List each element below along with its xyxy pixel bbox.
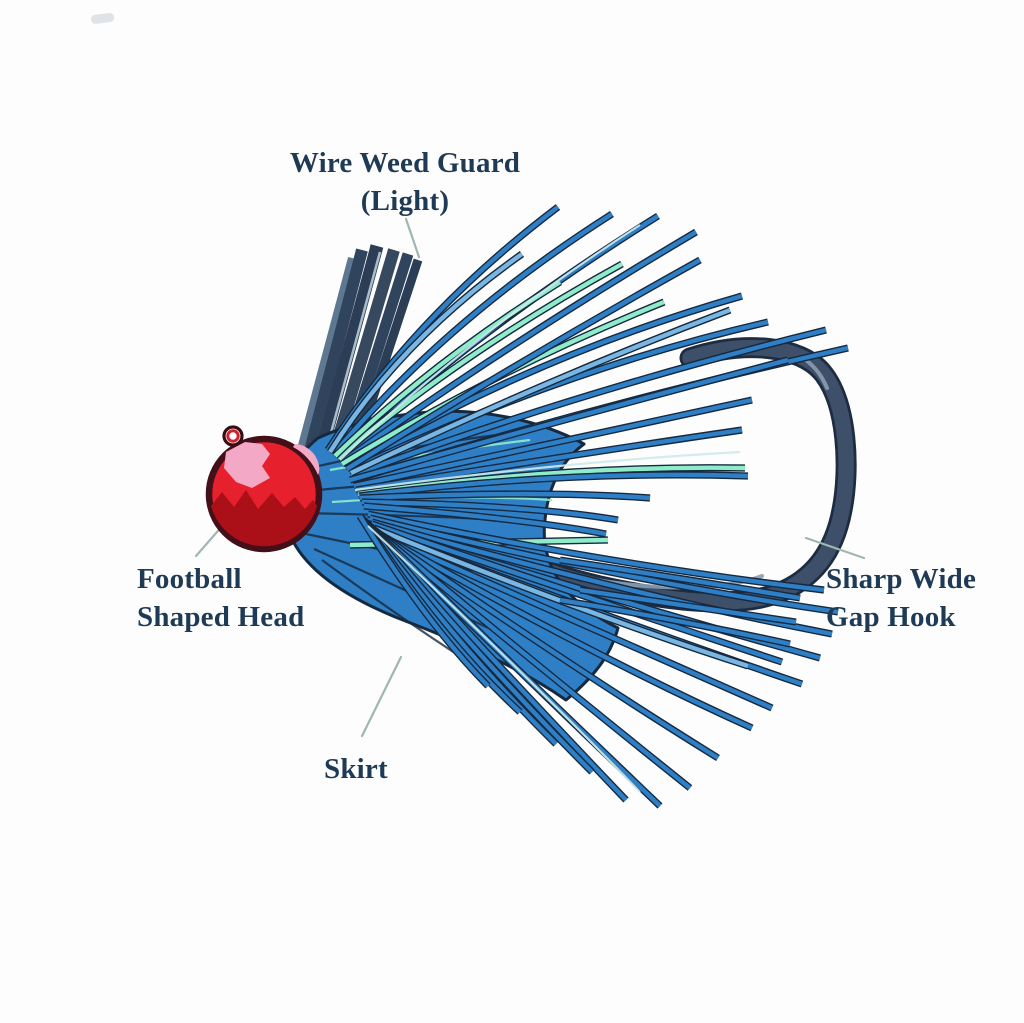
- label-sharp-wide-gap-hook: Sharp Wide Gap Hook: [826, 560, 976, 636]
- weed-guard-shape: [292, 244, 423, 476]
- skirt-shape: [282, 204, 849, 809]
- label-football-head-line2: Shaped Head: [137, 601, 305, 633]
- leader-skirt: [360, 655, 403, 738]
- label-hook-line2: Gap Hook: [826, 601, 956, 633]
- label-football-head: Football Shaped Head: [137, 560, 304, 636]
- label-wire-weed-guard-line1: Wire Weed Guard: [289, 147, 521, 179]
- label-wire-weed-guard: Wire Weed Guard (Light): [290, 144, 520, 220]
- label-skirt: Skirt: [324, 750, 388, 788]
- line-tie-eyelet: [222, 425, 244, 447]
- label-wire-weed-guard-line2: (Light): [360, 185, 450, 217]
- leader-lines: [360, 217, 866, 738]
- leader-weed-guard: [404, 217, 421, 259]
- jig-head-shape: [205, 435, 323, 553]
- label-skirt-text: Skirt: [324, 753, 388, 785]
- leader-hook: [804, 536, 866, 560]
- label-hook-line1: Sharp Wide: [826, 563, 977, 595]
- paper-smudge: [91, 13, 115, 24]
- label-football-head-line1: Football: [137, 563, 242, 595]
